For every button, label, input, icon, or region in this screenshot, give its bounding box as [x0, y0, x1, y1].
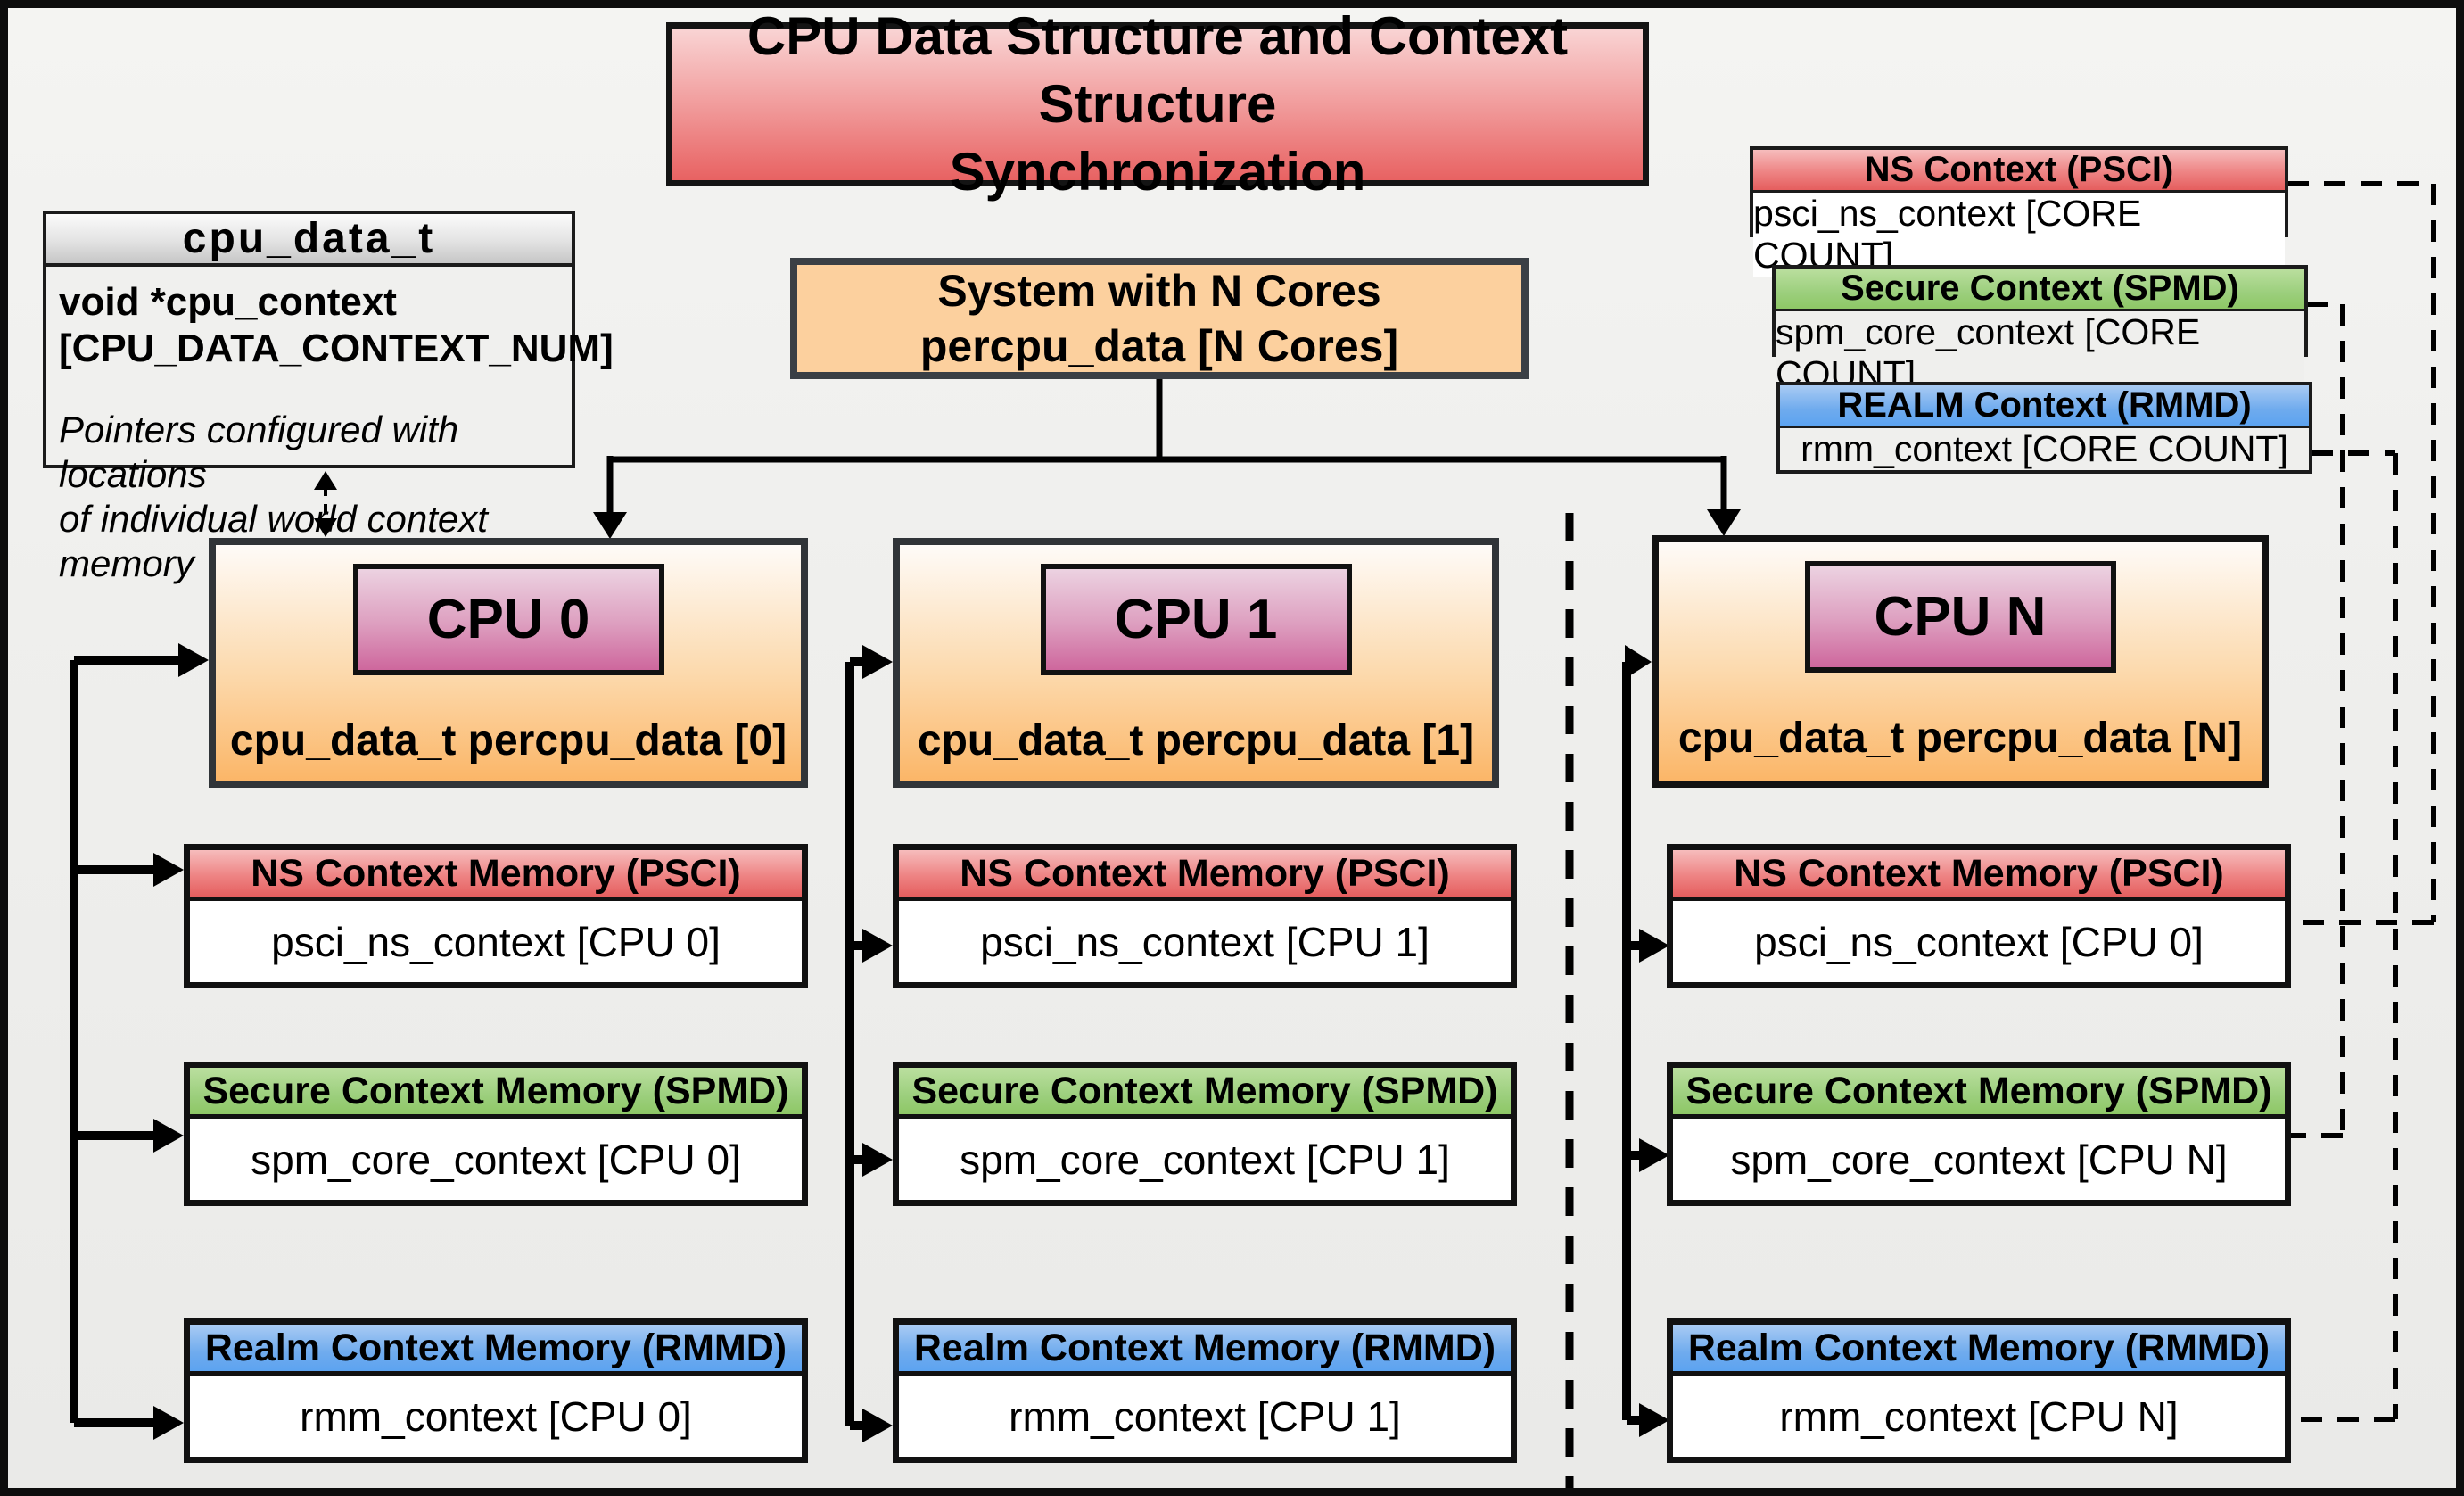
cpuN-realm-value: rmm_context [CPU N]	[1673, 1376, 2285, 1457]
cpu0-realm-header: Realm Context Memory (RMMD)	[190, 1325, 802, 1376]
legend-ns-header: NS Context (PSCI)	[1753, 150, 2285, 193]
cpu1-rail-arrowheads	[862, 645, 893, 1442]
ns-legend-dashed-connector	[2287, 181, 2436, 925]
legend-realm-context: REALM Context (RMMD) rmm_context [CORE C…	[1776, 382, 2312, 474]
cpuN-realm-context-box: Realm Context Memory (RMMD) rmm_context …	[1667, 1318, 2291, 1463]
cpu1-ns-context-box: NS Context Memory (PSCI) psci_ns_context…	[893, 844, 1517, 988]
cpu0-box: CPU 0 cpu_data_t percpu_data [0]	[209, 538, 808, 788]
system-box-line1: System with N Cores	[937, 266, 1381, 316]
legend-secure-header: Secure Context (SPMD)	[1776, 269, 2304, 311]
cpu0-secure-value: spm_core_context [CPU 0]	[190, 1119, 802, 1200]
cpu0-secure-header: Secure Context Memory (SPMD)	[190, 1068, 802, 1119]
cpuN-secure-context-box: Secure Context Memory (SPMD) spm_core_co…	[1667, 1062, 2291, 1206]
cpu1-label: CPU 1	[1040, 564, 1352, 675]
cpu0-realm-value: rmm_context [CPU 0]	[190, 1376, 802, 1457]
cpu0-rail	[70, 656, 180, 1427]
legend-realm-header: REALM Context (RMMD)	[1780, 385, 2309, 428]
secure-legend-dashed-connector	[2289, 302, 2345, 1138]
cpu1-ns-value: psci_ns_context [CPU 1]	[899, 901, 1511, 982]
cpuN-rail	[1622, 662, 1641, 1425]
cpu0-rail-arrowheads	[153, 643, 209, 1440]
cpu1-realm-value: rmm_context [CPU 1]	[899, 1376, 1511, 1457]
cpuN-realm-header: Realm Context Memory (RMMD)	[1673, 1325, 2285, 1376]
legend-ns-value: psci_ns_context [CORE COUNT]	[1753, 193, 2285, 277]
diagram-title: CPU Data Structure and Context Structure…	[666, 6, 1649, 202]
system-tree-arrowheads	[593, 509, 1741, 539]
cpu1-secure-context-box: Secure Context Memory (SPMD) spm_core_co…	[893, 1062, 1517, 1206]
cpu-data-struct-body: void *cpu_context [CPU_DATA_CONTEXT_NUM]…	[46, 267, 614, 595]
cpu0-ns-context-box: NS Context Memory (PSCI) psci_ns_context…	[184, 844, 808, 988]
legend-ns-context: NS Context (PSCI) psci_ns_context [CORE …	[1750, 146, 2288, 277]
cpu0-secure-context-box: Secure Context Memory (SPMD) spm_core_co…	[184, 1062, 808, 1206]
diagram-title-line2: Synchronization	[949, 142, 1366, 202]
cpu1-rail	[845, 657, 864, 1430]
cpu1-realm-header: Realm Context Memory (RMMD)	[899, 1325, 1511, 1376]
cpuN-data-label: cpu_data_t percpu_data [N]	[1677, 715, 2243, 762]
cpu0-realm-context-box: Realm Context Memory (RMMD) rmm_context …	[184, 1318, 808, 1463]
cpu0-label: CPU 0	[352, 564, 664, 675]
cpu0-data-label: cpu_data_t percpu_data [0]	[229, 717, 787, 765]
cpu-data-struct-box: cpu_data_t void *cpu_context [CPU_DATA_C…	[43, 211, 614, 584]
legend-secure-context: Secure Context (SPMD) spm_core_context […	[1772, 265, 2308, 395]
legend-secure-value: spm_core_context [CORE COUNT]	[1776, 311, 2304, 395]
cpu1-data-label: cpu_data_t percpu_data [1]	[917, 717, 1475, 765]
cpuN-ns-header: NS Context Memory (PSCI)	[1673, 850, 2285, 901]
diagram-title-line1: CPU Data Structure and Context Structure	[746, 6, 1569, 134]
cpu1-box: CPU 1 cpu_data_t percpu_data [1]	[893, 538, 1499, 788]
system-box: System with N Cores percpu_data [N Cores…	[790, 258, 1529, 379]
struct-sync-dashed-arrow	[314, 471, 337, 537]
cpu-data-struct-header: cpu_data_t	[46, 214, 572, 267]
system-tree-connector	[606, 377, 1727, 516]
cpu1-realm-context-box: Realm Context Memory (RMMD) rmm_context …	[893, 1318, 1517, 1463]
cpuN-label: CPU N	[1804, 561, 2116, 673]
cpuN-rail-arrowheads	[1625, 645, 1669, 1437]
cpu0-ns-header: NS Context Memory (PSCI)	[190, 850, 802, 901]
struct-field-line2: [CPU_DATA_CONTEXT_NUM]	[59, 326, 614, 370]
legend-realm-value: rmm_context [CORE COUNT]	[1780, 428, 2309, 470]
cpu1-secure-header: Secure Context Memory (SPMD)	[899, 1068, 1511, 1119]
cpuN-box: CPU N cpu_data_t percpu_data [N]	[1652, 535, 2269, 788]
cpu1-ns-header: NS Context Memory (PSCI)	[899, 850, 1511, 901]
cpuN-secure-value: spm_core_context [CPU N]	[1673, 1119, 2285, 1200]
struct-note-line2: of individual world context memory	[59, 498, 488, 584]
system-box-line2: percpu_data [N Cores]	[919, 321, 1399, 371]
cpu1-secure-value: spm_core_context [CPU 1]	[899, 1119, 1511, 1200]
cpuN-ns-value: psci_ns_context [CPU 0]	[1673, 901, 2285, 982]
struct-note-line1: Pointers configured with locations	[59, 409, 459, 495]
realm-legend-dashed-connector	[2289, 450, 2398, 1422]
cpu0-ns-value: psci_ns_context [CPU 0]	[190, 901, 802, 982]
cpuN-ns-context-box: NS Context Memory (PSCI) psci_ns_context…	[1667, 844, 2291, 988]
struct-field-line1: void *cpu_context	[59, 280, 397, 324]
cpuN-secure-header: Secure Context Memory (SPMD)	[1673, 1068, 2285, 1119]
